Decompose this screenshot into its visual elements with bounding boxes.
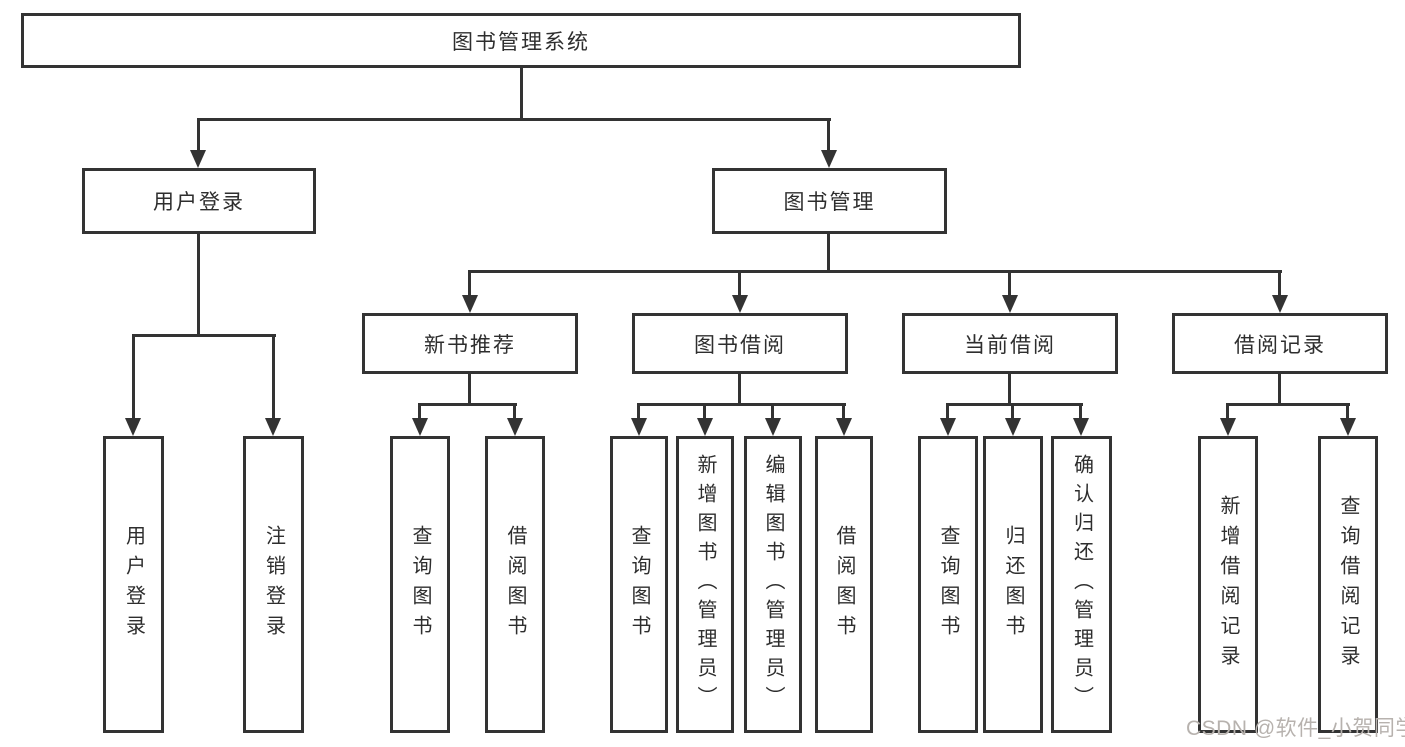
node-current-borrowing-label: 当前借阅: [964, 333, 1056, 357]
node-book-management-label: 图书管理: [783, 191, 876, 214]
leaf-user-login: 用户登录: [103, 436, 164, 733]
edge-to-current-borrowing: [1008, 270, 1011, 295]
node-new-book-recommend-label: 新书推荐: [424, 333, 516, 357]
arrowhead-book-management: [821, 150, 837, 168]
arrowhead-book-borrowing: [732, 295, 748, 313]
arrowhead-leaf-br-add: [1220, 418, 1236, 436]
edge-to-leaf-bb-edit: [771, 403, 774, 418]
edge-root-stem: [520, 68, 523, 121]
leaf-current-query-books-label: 查询图书: [937, 524, 959, 645]
arrowhead-leaf-cb-query: [940, 418, 956, 436]
edge-to-leaf-bb-borrow: [842, 403, 845, 418]
leaf-records-query-borrow-record-label: 查询借阅记录: [1337, 494, 1359, 675]
node-borrow-records-label: 借阅记录: [1234, 333, 1326, 357]
arrowhead-leaf-cb-return: [1005, 418, 1021, 436]
edge-to-book-borrowing: [738, 270, 741, 295]
edge-user-login-crossbar: [132, 334, 276, 337]
edge-records-crossbar: [1226, 403, 1350, 406]
edge-to-user-login: [197, 118, 200, 151]
node-root-label: 图书管理系统: [452, 30, 590, 54]
leaf-borrowing-query-books-label: 查询图书: [628, 524, 650, 645]
leaf-borrowing-add-books-admin-label: 新增图书（管理员）: [694, 454, 716, 715]
leaf-borrowing-borrow-books-label: 借阅图书: [833, 524, 855, 645]
leaf-logout: 注销登录: [243, 436, 304, 733]
edge-current-stem: [1008, 374, 1011, 406]
arrowhead-borrow-records: [1272, 295, 1288, 313]
arrowhead-leaf-bb-query: [631, 418, 647, 436]
edge-to-leaf-bb-add: [703, 403, 706, 418]
edge-user-login-stem: [197, 233, 200, 337]
arrowhead-leaf-rec-query: [412, 418, 428, 436]
node-new-book-recommend: 新书推荐: [362, 313, 578, 374]
leaf-logout-label: 注销登录: [262, 524, 285, 645]
leaf-user-login-label: 用户登录: [122, 524, 145, 645]
edge-book-mgmt-crossbar: [468, 270, 1282, 273]
node-user-login-label: 用户登录: [153, 191, 245, 214]
node-user-login: 用户登录: [82, 168, 316, 234]
node-book-borrowing-label: 图书借阅: [694, 333, 786, 357]
node-book-borrowing: 图书借阅: [632, 313, 848, 374]
edge-borrowing-crossbar: [637, 403, 846, 406]
edge-to-leaf-cb-query: [946, 403, 949, 418]
edge-to-leaf-logout: [272, 334, 275, 418]
edge-to-leaf-cb-return: [1011, 403, 1014, 418]
edge-borrowing-stem: [738, 374, 741, 406]
leaf-borrowing-edit-books-admin: 编辑图书（管理员）: [744, 436, 802, 733]
arrowhead-leaf-rec-borrow: [507, 418, 523, 436]
arrowhead-leaf-logout: [265, 418, 281, 436]
leaf-recommend-borrow-books-label: 借阅图书: [504, 524, 526, 645]
leaf-records-add-borrow-record: 新增借阅记录: [1198, 436, 1258, 733]
leaf-borrowing-add-books-admin: 新增图书（管理员）: [676, 436, 734, 733]
node-current-borrowing: 当前借阅: [902, 313, 1118, 374]
edge-to-leaf-rec-query: [418, 403, 421, 418]
edge-root-crossbar: [197, 118, 831, 121]
arrowhead-new-book-recommend: [462, 295, 478, 313]
edge-to-leaf-br-query: [1346, 403, 1349, 418]
edge-to-leaf-cb-confirm: [1079, 403, 1082, 418]
edge-recommend-crossbar: [418, 403, 517, 406]
arrowhead-leaf-bb-borrow: [836, 418, 852, 436]
leaf-borrowing-edit-books-admin-label: 编辑图书（管理员）: [762, 454, 784, 715]
arrowhead-leaf-bb-edit: [765, 418, 781, 436]
leaf-recommend-query-books-label: 查询图书: [409, 524, 431, 645]
leaf-borrowing-query-books: 查询图书: [610, 436, 668, 733]
csdn-watermark: CSDN @软件_小贺同学: [1186, 717, 1405, 740]
arrowhead-leaf-bb-add: [697, 418, 713, 436]
leaf-current-return-books: 归还图书: [983, 436, 1043, 733]
node-root: 图书管理系统: [21, 13, 1021, 68]
leaf-recommend-query-books: 查询图书: [390, 436, 450, 733]
leaf-current-query-books: 查询图书: [918, 436, 978, 733]
edge-to-leaf-br-add: [1226, 403, 1229, 418]
leaf-borrowing-borrow-books: 借阅图书: [815, 436, 873, 733]
edge-book-mgmt-stem: [827, 233, 830, 273]
edge-to-leaf-user-login: [132, 334, 135, 418]
arrowhead-current-borrowing: [1002, 295, 1018, 313]
arrowhead-user-login: [190, 150, 206, 168]
leaf-current-return-books-label: 归还图书: [1002, 524, 1024, 645]
edge-to-leaf-bb-query: [637, 403, 640, 418]
arrowhead-leaf-cb-confirm: [1073, 418, 1089, 436]
node-borrow-records: 借阅记录: [1172, 313, 1388, 374]
leaf-current-confirm-return-admin: 确认归还（管理员）: [1051, 436, 1112, 733]
edge-to-leaf-rec-borrow: [513, 403, 516, 418]
edge-to-book-management: [827, 118, 830, 151]
edge-current-crossbar: [946, 403, 1083, 406]
edge-records-stem: [1278, 374, 1281, 406]
arrowhead-leaf-br-query: [1340, 418, 1356, 436]
arrowhead-leaf-user-login: [125, 418, 141, 436]
node-book-management: 图书管理: [712, 168, 947, 234]
leaf-recommend-borrow-books: 借阅图书: [485, 436, 545, 733]
edge-to-new-book-recommend: [468, 270, 471, 295]
leaf-records-add-borrow-record-label: 新增借阅记录: [1217, 494, 1239, 675]
leaf-records-query-borrow-record: 查询借阅记录: [1318, 436, 1378, 733]
edge-to-borrow-records: [1278, 270, 1281, 295]
leaf-current-confirm-return-admin-label: 确认归还（管理员）: [1070, 454, 1093, 715]
edge-recommend-stem: [468, 374, 471, 406]
